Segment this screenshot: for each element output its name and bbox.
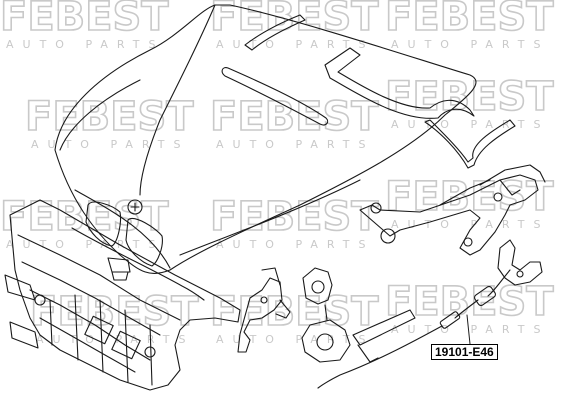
hood-seal-right bbox=[324, 47, 475, 119]
watermark-subtitle: AUTO PARTS bbox=[6, 238, 164, 251]
watermark-brand: FEBEST bbox=[25, 94, 194, 140]
watermark-subtitle: AUTO PARTS bbox=[31, 138, 189, 151]
watermark-subtitle: AUTO PARTS bbox=[216, 38, 374, 51]
hood-release-cable-part bbox=[317, 269, 511, 389]
watermark-subtitle: AUTO PARTS bbox=[6, 38, 164, 51]
watermark-subtitle: AUTO PARTS bbox=[216, 138, 374, 151]
watermark-subtitle: AUTO PARTS bbox=[391, 323, 549, 336]
safety-catch-bracket bbox=[301, 267, 351, 363]
watermark-subtitle: AUTO PARTS bbox=[391, 218, 549, 231]
watermark-brand: FEBEST bbox=[385, 279, 554, 325]
watermark-brand: FEBEST bbox=[210, 94, 379, 140]
watermark-brand: FEBEST bbox=[0, 0, 169, 40]
hood-panel bbox=[54, 4, 477, 274]
watermark-brand: FEBEST bbox=[385, 0, 554, 40]
watermark-subtitle: AUTO PARTS bbox=[391, 118, 549, 131]
hood-emblem bbox=[127, 199, 143, 215]
watermark-brand: FEBEST bbox=[30, 289, 199, 335]
hood-seal-left bbox=[244, 14, 306, 51]
hood-lock-assembly bbox=[237, 267, 291, 353]
release-cable bbox=[71, 227, 205, 301]
watermark-brand: FEBEST bbox=[210, 289, 379, 335]
hood-hinge-strut bbox=[359, 164, 546, 256]
cable-handle-bracket bbox=[497, 239, 543, 286]
watermark-brand: FEBEST bbox=[385, 174, 554, 220]
hood-seal-rear bbox=[424, 119, 516, 169]
part-number-label: 19101-E46 bbox=[431, 344, 498, 360]
radiator-support-frame bbox=[4, 199, 241, 391]
part-label-leader bbox=[466, 314, 471, 345]
watermark-subtitle: AUTO PARTS bbox=[216, 238, 374, 251]
watermark-subtitle: AUTO PARTS bbox=[391, 38, 549, 51]
hood-vent-slot bbox=[221, 67, 329, 126]
watermark-subtitle: AUTO PARTS bbox=[216, 333, 374, 346]
watermark-brand: FEBEST bbox=[0, 194, 169, 240]
watermark-subtitle: AUTO PARTS bbox=[36, 333, 194, 346]
hood-latch-lower bbox=[107, 257, 131, 281]
